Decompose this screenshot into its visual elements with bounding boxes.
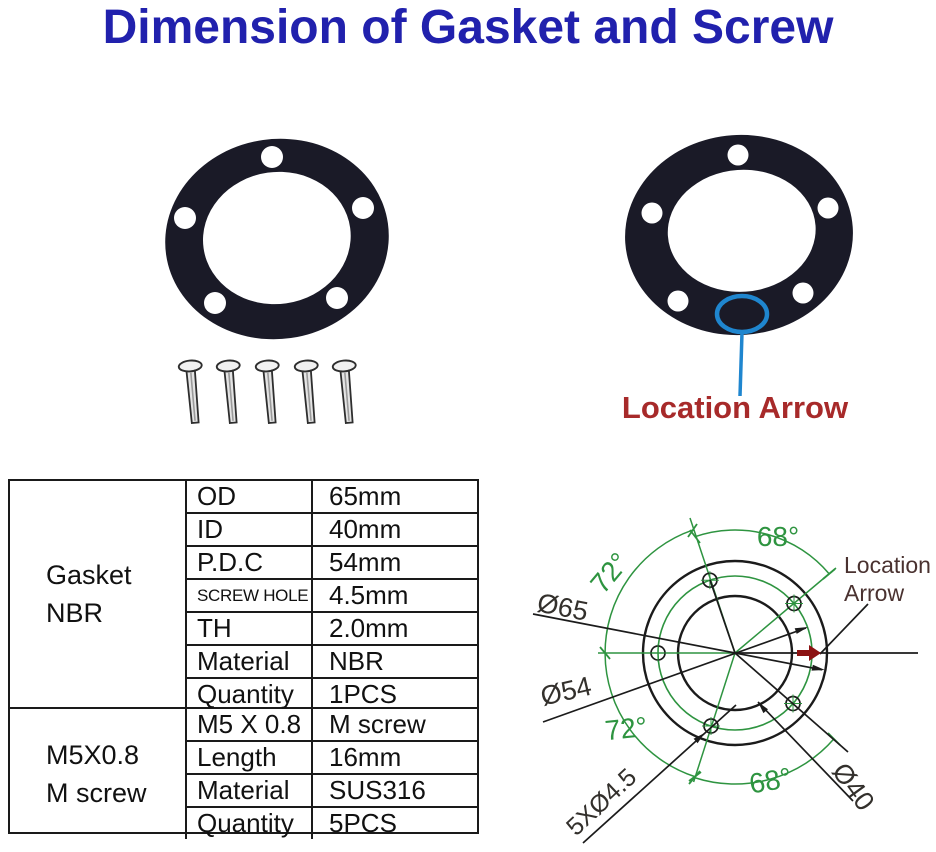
group-label-line: NBR xyxy=(46,598,104,628)
spec-value: 5PCS xyxy=(329,808,397,838)
dimension-drawing: Ø65 Ø54 5XØ4.5 Ø40 68° 72° 72° 68° Locat… xyxy=(532,517,931,844)
screws-photo xyxy=(177,359,357,425)
spec-value: 16mm xyxy=(329,742,402,772)
spec-value: M screw xyxy=(329,709,426,739)
spec-value: 54mm xyxy=(329,547,402,577)
table-row: Quantity 5PCS xyxy=(187,806,477,839)
location-arrow-marker xyxy=(797,645,821,661)
spec-key: TH xyxy=(187,613,313,644)
table-row: SCREW HOLE 4.5mm xyxy=(187,578,477,611)
spec-value: 40mm xyxy=(329,514,402,544)
leader-lines xyxy=(532,579,918,844)
location-note-line2: Arrow xyxy=(844,580,904,606)
angle-bottom-right-label: 68° xyxy=(747,762,794,800)
table-row: M5 X 0.8 M screw xyxy=(187,709,477,740)
angle-bottom-left-label: 72° xyxy=(603,711,648,746)
spec-value: 2.0mm xyxy=(329,613,409,643)
spec-value: 1PCS xyxy=(329,679,397,709)
angle-top-left-label: 72° xyxy=(584,547,635,599)
group-label-line: M screw xyxy=(46,778,147,808)
location-note-line1: Location xyxy=(844,552,931,578)
gasket-ring xyxy=(625,134,853,336)
spec-value: 4.5mm xyxy=(329,580,409,610)
id-dimension-label: Ø40 xyxy=(826,757,880,816)
spec-key: Material xyxy=(187,775,313,806)
gasket-holes xyxy=(174,146,374,314)
page-title: Dimension of Gasket and Screw xyxy=(102,1,834,54)
pdc-dimension-label: Ø54 xyxy=(538,671,594,712)
spec-key: OD xyxy=(187,481,313,512)
group-label-screw: M5X0.8 M screw xyxy=(10,709,187,839)
spec-key: Quantity xyxy=(187,808,313,839)
table-row: Length 16mm xyxy=(187,740,477,773)
group-label-line: Gasket xyxy=(46,560,132,590)
spec-value: 65mm xyxy=(329,481,402,511)
location-pointer-line xyxy=(738,332,744,397)
spec-key: M5 X 0.8 xyxy=(187,709,313,740)
group-label-gasket: Gasket NBR xyxy=(10,481,187,707)
leader-arrowheads xyxy=(693,627,825,744)
table-row: OD 65mm xyxy=(187,481,477,512)
spec-key: SCREW HOLE xyxy=(187,580,313,611)
left-gasket-photo xyxy=(165,138,389,340)
spec-key: Material xyxy=(187,646,313,677)
spec-key: Length xyxy=(187,742,313,773)
group-label-line: M5X0.8 xyxy=(46,740,140,770)
angle-top-label: 68° xyxy=(757,521,799,552)
screw-hole-dimension-label: 5XØ4.5 xyxy=(561,763,642,841)
location-highlight-circle xyxy=(714,293,770,335)
screw-spec-group: M5X0.8 M screw M5 X 0.8 M screw Length 1… xyxy=(10,709,477,839)
spec-key: Quantity xyxy=(187,679,313,710)
spec-key: ID xyxy=(187,514,313,545)
spec-table: Gasket NBR OD 65mm ID 40mm P.D.C 54mm SC… xyxy=(8,479,479,839)
location-arrow-caption: Location Arrow xyxy=(621,390,849,425)
table-row: P.D.C 54mm xyxy=(187,545,477,578)
right-gasket-photo xyxy=(625,134,853,397)
table-row: Material SUS316 xyxy=(187,773,477,806)
spec-key: P.D.C xyxy=(187,547,313,578)
table-row: Material NBR xyxy=(187,644,477,677)
gasket-spec-group: Gasket NBR OD 65mm ID 40mm P.D.C 54mm SC… xyxy=(10,481,477,710)
table-row: TH 2.0mm xyxy=(187,611,477,644)
spec-value: SUS316 xyxy=(329,775,426,805)
spec-value: NBR xyxy=(329,646,384,676)
gasket-holes xyxy=(641,144,839,312)
table-row: ID 40mm xyxy=(187,512,477,545)
od-dimension-label: Ø65 xyxy=(535,588,591,627)
table-row: Quantity 1PCS xyxy=(187,677,477,710)
